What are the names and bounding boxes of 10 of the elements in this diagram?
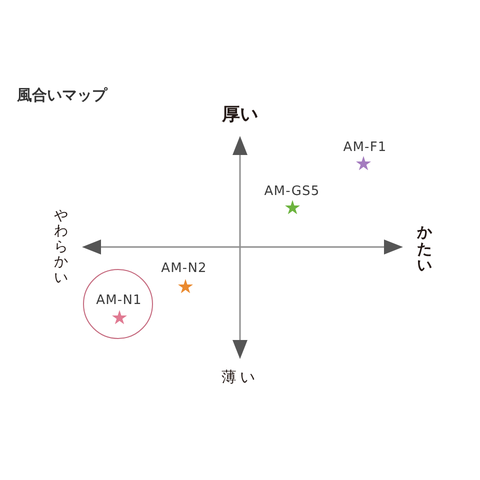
point-label: AM-N2 bbox=[161, 262, 207, 276]
map-title: 風合いマップ bbox=[17, 87, 107, 104]
axis-label: やわらかい bbox=[54, 209, 68, 286]
point-label: AM-N1 bbox=[96, 294, 142, 308]
axis-label: 厚い bbox=[222, 105, 258, 125]
axis-label: かたい bbox=[417, 224, 432, 274]
axis-label: 薄い bbox=[221, 369, 259, 386]
point-label: AM-F1 bbox=[343, 141, 387, 156]
highlight-circle bbox=[83, 269, 153, 339]
point-label: AM-GS5 bbox=[264, 185, 320, 200]
